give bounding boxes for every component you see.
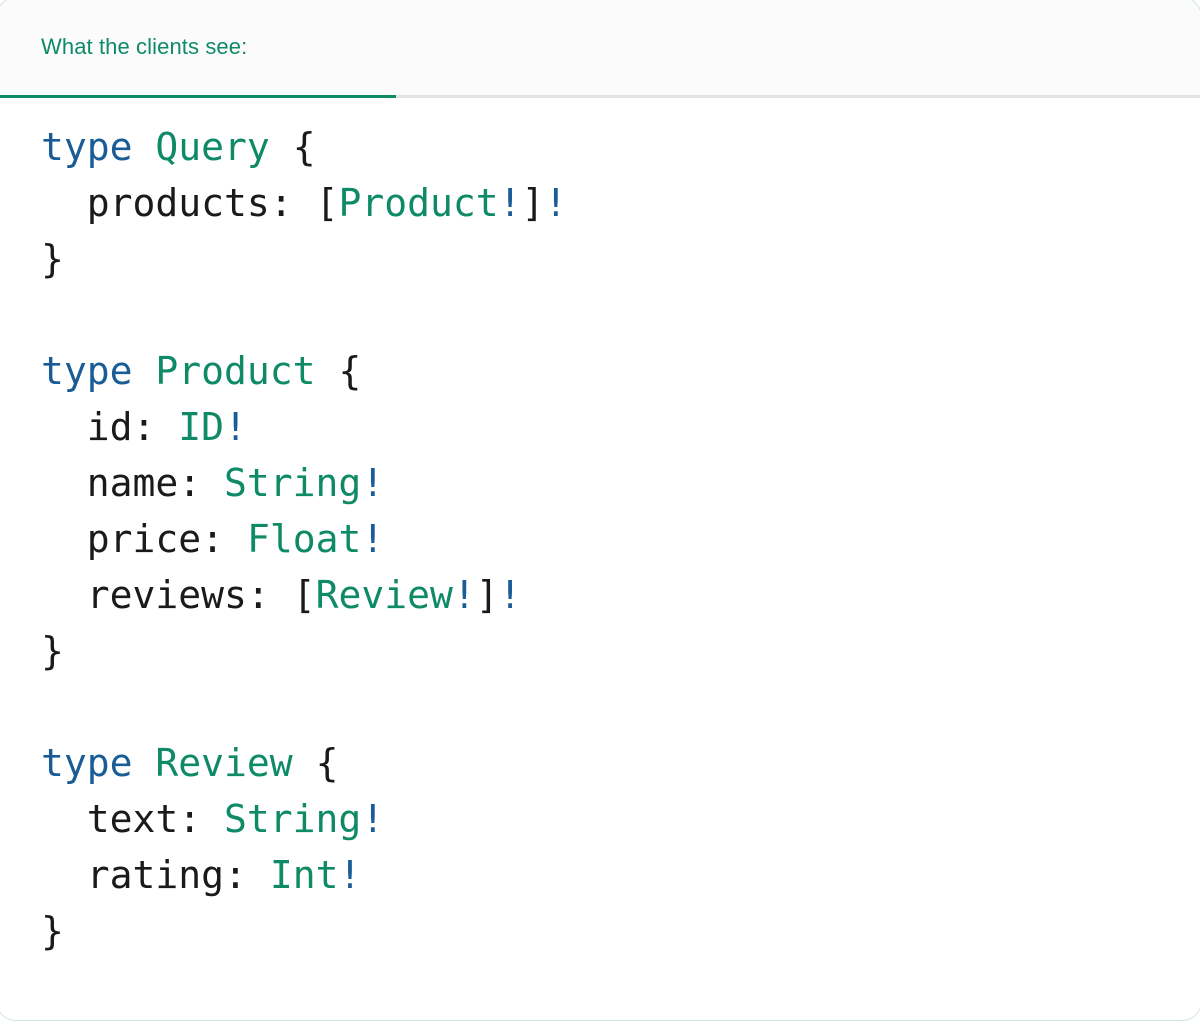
code-token-type: String xyxy=(224,797,362,841)
code-token-field: rating: xyxy=(86,853,247,897)
code-token-punct xyxy=(133,741,156,785)
code-line: type Query { xyxy=(41,119,1200,175)
code-panel: type Query { products: [Product!]!} type… xyxy=(0,98,1200,1019)
code-token-kw: type xyxy=(41,125,133,169)
code-token-type: Float xyxy=(246,517,362,561)
code-token-punct xyxy=(41,573,87,617)
code-token-punct xyxy=(224,517,247,561)
code-token-field: products: xyxy=(86,181,293,225)
code-line: price: Float! xyxy=(41,511,1200,567)
code-token-punct: } xyxy=(41,237,64,281)
code-line: id: ID! xyxy=(41,399,1200,455)
code-token-kw: type xyxy=(41,349,133,393)
code-token-punct xyxy=(41,461,87,505)
code-line: type Product { xyxy=(41,343,1200,399)
tab-bar: What the clients see: xyxy=(0,0,1200,98)
code-line xyxy=(41,287,1200,343)
code-token-field: reviews: xyxy=(86,573,270,617)
code-token-field: text: xyxy=(86,797,202,841)
code-token-bang: ! xyxy=(224,405,247,449)
code-token-punct: { xyxy=(338,349,362,393)
code-token-type: Query xyxy=(155,125,270,169)
code-token-punct: ] xyxy=(521,181,545,225)
code-token-type: Review xyxy=(155,741,293,785)
code-line: } xyxy=(41,623,1200,679)
code-token-punct xyxy=(41,405,87,449)
code-line: name: String! xyxy=(41,455,1200,511)
code-line xyxy=(41,679,1200,735)
code-token-punct: } xyxy=(41,909,64,953)
code-token-type: Int xyxy=(269,853,339,897)
code-token-punct: ] xyxy=(475,573,499,617)
code-token-bang: ! xyxy=(498,181,522,225)
code-token-punct xyxy=(270,125,293,169)
graphql-schema-code[interactable]: type Query { products: [Product!]!} type… xyxy=(0,119,1200,959)
code-token-type: Product xyxy=(155,349,316,393)
code-token-punct xyxy=(133,125,156,169)
code-line: } xyxy=(41,231,1200,287)
code-token-punct: { xyxy=(315,741,339,785)
code-token-type: ID xyxy=(178,405,225,449)
code-token-type: Product xyxy=(338,181,499,225)
code-token-bang: ! xyxy=(361,517,385,561)
code-token-punct xyxy=(41,853,87,897)
code-token-punct xyxy=(201,461,224,505)
tab-label: What the clients see: xyxy=(41,33,248,59)
code-token-bang: ! xyxy=(544,181,568,225)
code-token-punct: { xyxy=(292,125,316,169)
code-token-punct xyxy=(270,573,293,617)
code-token-punct: } xyxy=(41,629,64,673)
code-token-punct: [ xyxy=(292,573,316,617)
code-token-kw: type xyxy=(41,741,133,785)
code-token-punct xyxy=(41,181,87,225)
code-token-bang: ! xyxy=(452,573,476,617)
code-token-type: Review xyxy=(315,573,453,617)
code-token-bang: ! xyxy=(498,573,522,617)
code-token-bang: ! xyxy=(361,797,385,841)
code-token-punct xyxy=(41,517,87,561)
code-token-punct xyxy=(201,797,224,841)
code-token-punct xyxy=(41,797,87,841)
code-line: reviews: [Review!]! xyxy=(41,567,1200,623)
code-token-field: name: xyxy=(86,461,202,505)
code-line: products: [Product!]! xyxy=(41,175,1200,231)
code-line: rating: Int! xyxy=(41,847,1200,903)
code-line: text: String! xyxy=(41,791,1200,847)
code-token-field: id: xyxy=(86,405,156,449)
code-token-bang: ! xyxy=(361,461,385,505)
code-token-punct xyxy=(133,349,156,393)
code-token-punct xyxy=(155,405,178,449)
code-token-type: String xyxy=(224,461,362,505)
code-line: type Review { xyxy=(41,735,1200,791)
code-token-punct xyxy=(316,349,339,393)
code-token-field: price: xyxy=(86,517,225,561)
code-token-punct xyxy=(293,741,316,785)
tab-what-the-clients-see[interactable]: What the clients see: xyxy=(0,0,396,98)
code-token-punct xyxy=(293,181,316,225)
code-token-punct xyxy=(247,853,270,897)
code-token-punct: [ xyxy=(315,181,339,225)
code-token-bang: ! xyxy=(338,853,362,897)
code-line: } xyxy=(41,903,1200,959)
